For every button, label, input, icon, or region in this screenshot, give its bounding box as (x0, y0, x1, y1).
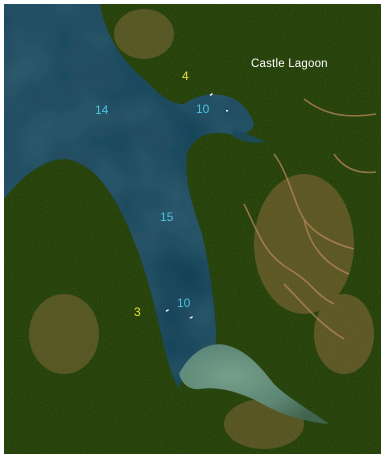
boats (165, 93, 228, 319)
terrain-patches (29, 9, 374, 449)
depth-sounding: 10 (177, 296, 191, 310)
inlet-water (232, 129, 266, 143)
map-imagery (4, 4, 381, 454)
depth-sounding: 15 (160, 210, 174, 224)
place-label-castle-lagoon: Castle Lagoon (251, 58, 328, 70)
water-channel (4, 4, 254, 389)
roads (243, 98, 377, 340)
estuary-shoal (179, 344, 329, 424)
marker-label: 4 (182, 69, 189, 83)
marker-label: 3 (134, 305, 141, 319)
depth-sounding: 10 (196, 102, 210, 116)
depth-sounding: 14 (95, 103, 109, 117)
satellite-map[interactable]: Castle Lagoon 14 10 15 10 4 3 (4, 4, 381, 454)
